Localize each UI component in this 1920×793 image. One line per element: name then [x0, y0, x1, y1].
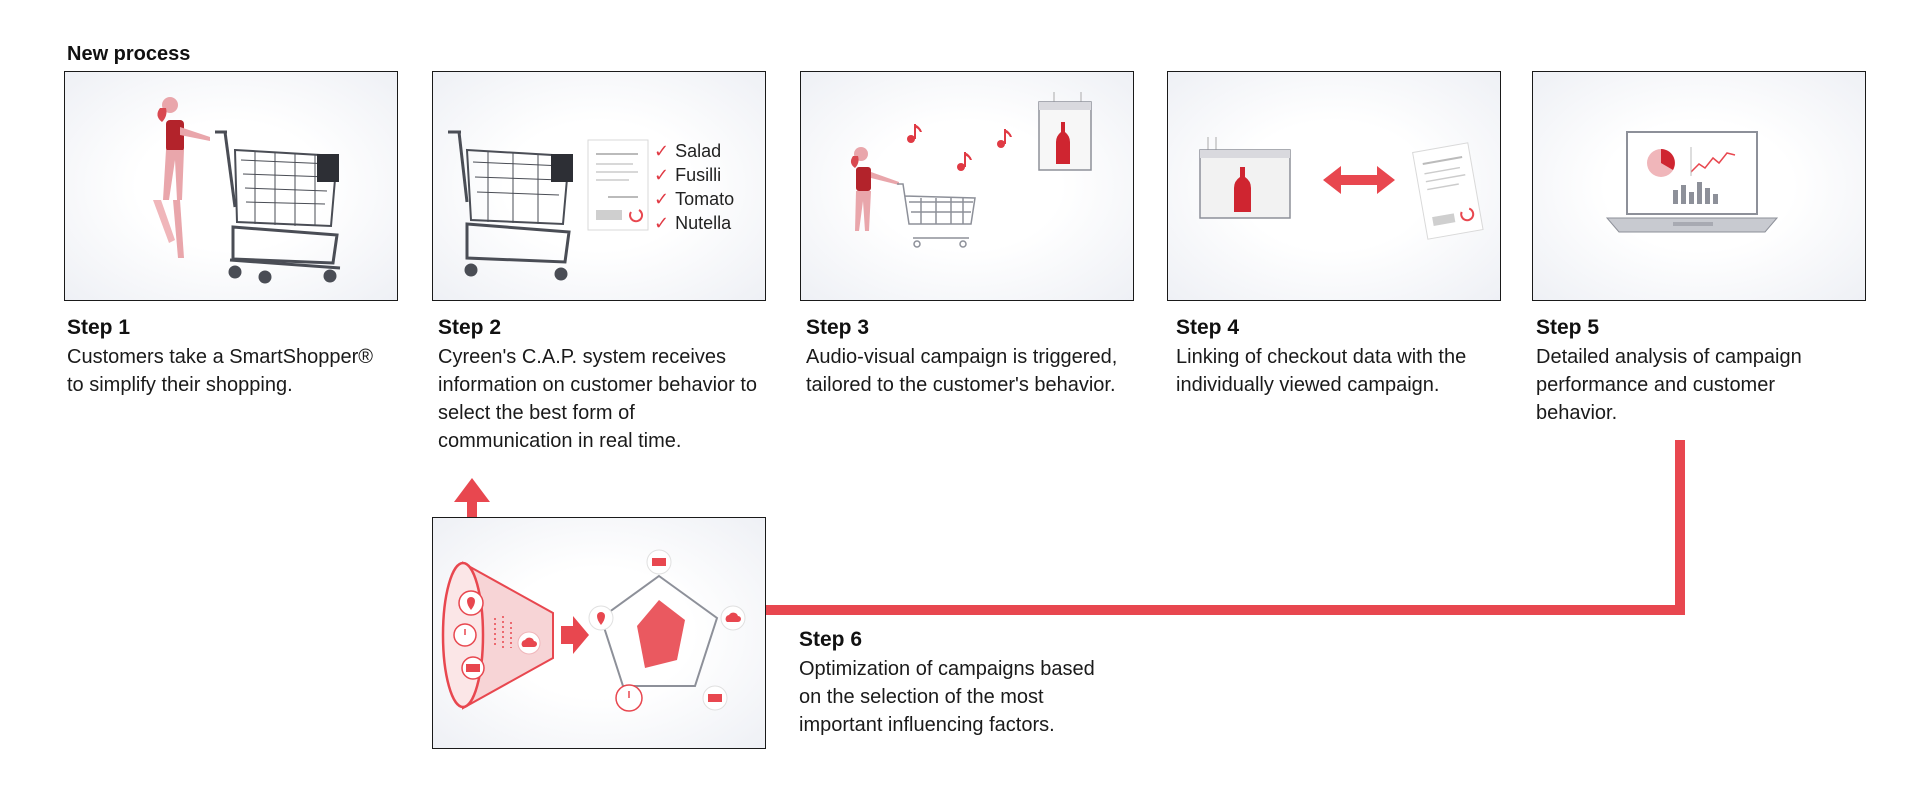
step-3-description: Audio-visual campaign is triggered, tail…	[806, 346, 1118, 396]
woman-shopper-icon	[850, 147, 899, 231]
step-5-description: Detailed analysis of campaign performanc…	[1536, 346, 1802, 424]
step-3-title: Step 3	[806, 316, 870, 339]
arrow-right-icon	[561, 616, 589, 654]
connector-vertical-step5	[1675, 440, 1685, 615]
step-4-description: Linking of checkout data with the indivi…	[1176, 346, 1467, 396]
arrow-up-icon	[454, 478, 490, 502]
display-screen-icon	[1199, 137, 1291, 219]
step-2-title: Step 2	[438, 316, 502, 339]
shopping-cart-icon	[448, 130, 573, 281]
coupon-icon	[461, 656, 485, 680]
step-1-description: Customers take a SmartShopper® to simpli…	[67, 346, 373, 396]
shopping-cart-icon	[897, 183, 976, 248]
list-item: ✓Fusilli	[654, 165, 722, 185]
step-4-title: Step 4	[1176, 316, 1240, 339]
funnel-icon	[441, 561, 554, 710]
list-item: ✓Tomato	[654, 189, 735, 209]
step-2-panel: ✓Salad ✓Fusilli ✓Tomato ✓Nutella	[432, 71, 766, 301]
step-5-panel	[1532, 71, 1866, 301]
list-item: ✓Nutella	[654, 213, 732, 233]
display-screen-icon	[1038, 92, 1092, 171]
list-item: ✓Salad	[654, 141, 722, 161]
pie-chart-icon	[1647, 149, 1675, 177]
step-1-panel	[64, 71, 398, 301]
step-1-title: Step 1	[67, 316, 131, 339]
checkmark-icon: ✓	[654, 189, 670, 209]
step-6-description: Optimization of campaigns based on the s…	[799, 658, 1095, 736]
shopping-list: ✓Salad ✓Fusilli ✓Tomato ✓Nutella	[654, 139, 734, 235]
checkmark-icon: ✓	[654, 141, 670, 161]
step-2-description: Cyreen's C.A.P. system receives informat…	[438, 346, 758, 452]
step-5-title: Step 5	[1536, 316, 1600, 339]
checkmark-icon: ✓	[654, 165, 670, 185]
bar-chart-icon	[1673, 182, 1718, 204]
clock-icon	[453, 623, 477, 647]
music-note-icon	[907, 124, 1012, 171]
receipt-icon	[1412, 142, 1484, 240]
step-4-panel	[1167, 71, 1501, 301]
step-6-panel	[432, 517, 766, 749]
cloud-icon	[517, 631, 541, 655]
page-title: New process	[67, 43, 191, 65]
line-chart-icon	[1690, 147, 1736, 176]
connector-horizontal	[766, 605, 1685, 615]
bottle-icon	[1234, 167, 1251, 212]
checkmark-icon: ✓	[654, 213, 670, 233]
step-3-panel	[800, 71, 1134, 301]
pentagon-radar-icon	[588, 549, 746, 712]
bottle-icon	[1056, 122, 1070, 164]
connector-arrow-shaft	[467, 500, 477, 517]
woman-shopper-icon	[153, 97, 210, 258]
laptop-icon	[1605, 131, 1779, 233]
double-arrow-icon	[1323, 166, 1395, 194]
location-pin-icon	[458, 590, 484, 616]
shopping-cart-icon	[215, 130, 341, 284]
receipt-icon	[587, 139, 649, 231]
step-6-title: Step 6	[799, 628, 863, 651]
